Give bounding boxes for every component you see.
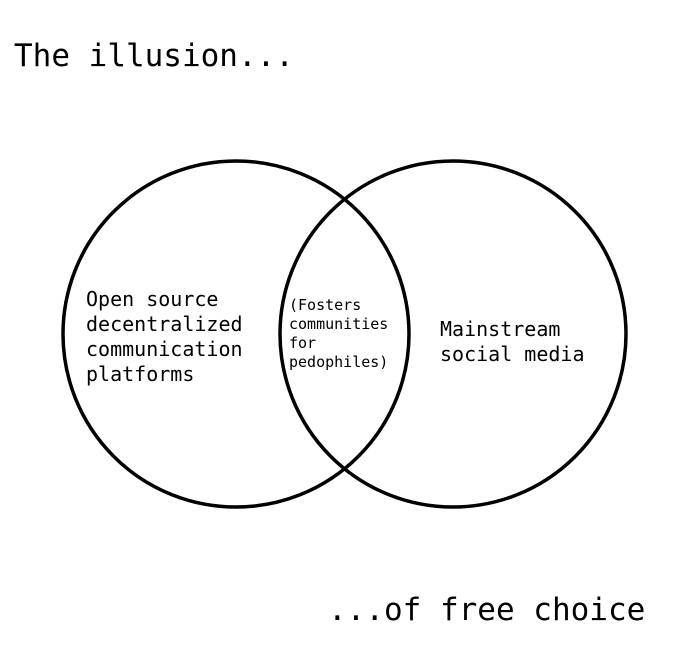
right-circle [278, 159, 628, 509]
left-set-line: platforms [86, 362, 195, 386]
left-set-line: decentralized [86, 312, 243, 336]
intersection-line: (Fosters [289, 296, 362, 314]
intersection-label: (Fosters communities for pedophiles) [289, 296, 388, 372]
left-set-line: Open source [86, 287, 219, 311]
left-set-label: Open source decentralized communication … [86, 287, 243, 387]
right-set-line: social media [440, 342, 585, 366]
title-top: The illusion... [14, 38, 294, 74]
intersection-line: pedophiles) [289, 353, 389, 371]
left-set-line: communication [86, 337, 243, 361]
right-set-line: Mainstream [440, 317, 561, 341]
right-set-label: Mainstream social media [440, 317, 585, 367]
intersection-line: for [289, 334, 317, 352]
left-circle [61, 159, 411, 509]
intersection-line: communities [289, 315, 389, 333]
title-bottom: ...of free choice [328, 592, 646, 628]
